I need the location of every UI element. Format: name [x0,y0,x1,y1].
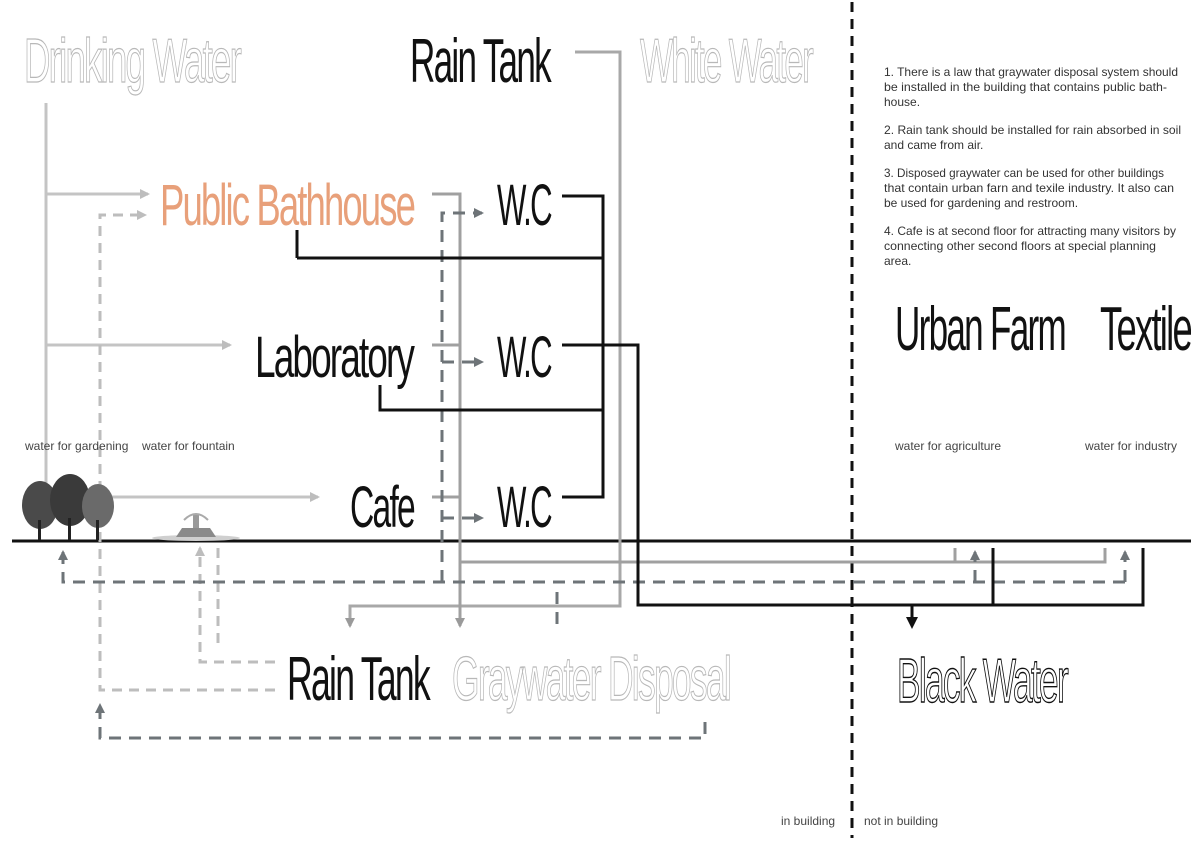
laboratory-title: Laboratory [255,325,415,390]
disposed-graywater-dashed-lines [58,208,1130,740]
rain-water-dashed-lines [98,210,275,692]
water-for-agriculture-label: water for agriculture [894,439,1001,453]
graywater-outflow-lines [432,192,1107,628]
textile-title: Textile [1100,295,1191,364]
note-2-line-1: 2. Rain tank should be installed for rai… [884,123,1181,137]
rain-tank-top-title: Rain Tank [410,27,552,96]
note-3-line-1: 3. Disposed graywater can be used for ot… [884,166,1164,180]
rain-tank-top-lines [345,50,622,628]
graywater-disposal-title: Graywater Disposal [452,645,730,714]
fountain-icon [152,513,240,541]
water-for-industry-label: water for industry [1084,439,1177,453]
water-for-fountain-label: water for fountain [141,439,235,453]
note-4-line-3: area. [884,254,911,268]
drinking-water-title: Drinking Water [24,27,241,96]
wc-3-title: W.C [497,475,552,540]
black-water-lines [295,194,1145,629]
white-water-title: White Water [640,27,813,96]
cafe-title: Cafe [350,475,414,540]
public-bathhouse-title: Public Bathhouse [160,173,414,238]
note-1-line-2: be installed in the building that contai… [884,80,1167,94]
water-for-gardening-label: water for gardening [24,439,128,453]
note-2-line-2: and came from air. [884,138,983,152]
notes-block: 1. There is a law that graywater disposa… [884,65,1181,268]
in-building-label: in building [781,814,835,828]
note-1-line-3: house. [884,95,920,109]
note-4-line-1: 4. Cafe is at second floor for attractin… [884,224,1176,238]
urban-farm-title: Urban Farm [895,295,1065,364]
not-in-building-label: not in building [864,814,938,828]
note-4-line-2: connecting other second floors at specia… [884,239,1156,253]
rain-tank-bottom-title: Rain Tank [287,645,431,714]
note-1-line-1: 1. There is a law that graywater disposa… [884,65,1178,79]
wc-1-title: W.C [497,173,552,238]
note-3-line-3: be used for gardening and restroom. [884,196,1078,210]
wc-2-title: W.C [497,325,552,390]
note-3-line-2: that contain urban farn and texile indus… [884,181,1174,195]
drinking-water-lines [44,103,320,502]
black-water-title: Black Water [897,647,1068,716]
trees-icon [22,474,114,540]
